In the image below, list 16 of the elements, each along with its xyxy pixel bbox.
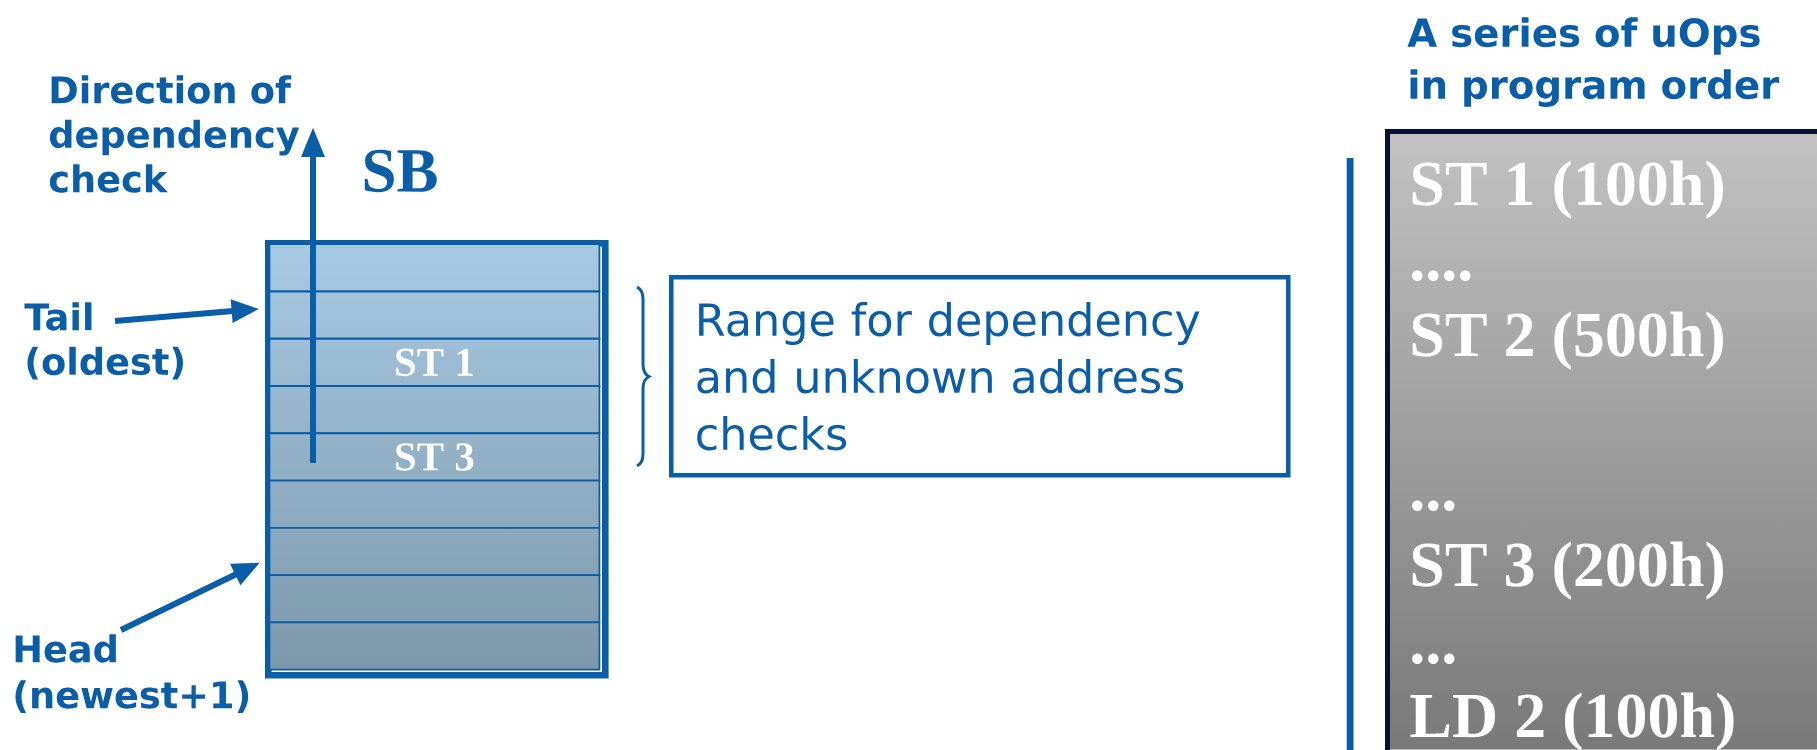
- text-box: Range for dependency and unknown address checks: [669, 275, 1291, 478]
- pointer-label: Head (newest+1): [15, 634, 249, 713]
- table-row: [268, 290, 601, 340]
- direction-label: Direction of dependency check: [49, 75, 300, 193]
- node-label: SB: [364, 149, 437, 193]
- table-row: [268, 479, 601, 529]
- table-row: [268, 526, 601, 576]
- pointer-label: Tail (oldest): [24, 302, 183, 380]
- table-row: [268, 243, 601, 293]
- table-row: ST 1: [268, 337, 601, 387]
- table-row: [268, 574, 601, 624]
- uop-list-box: A series of uOps in program order ST 1 (100h) .... ST 2 (500h) ... ST 3 (200h) ... LD 2 (100h): [1385, 17, 1817, 750]
- table-row: [268, 621, 601, 671]
- table-row: [268, 385, 601, 435]
- node-label: A series of uOps in program order: [1407, 17, 1780, 108]
- table-row: ST 3: [268, 432, 601, 482]
